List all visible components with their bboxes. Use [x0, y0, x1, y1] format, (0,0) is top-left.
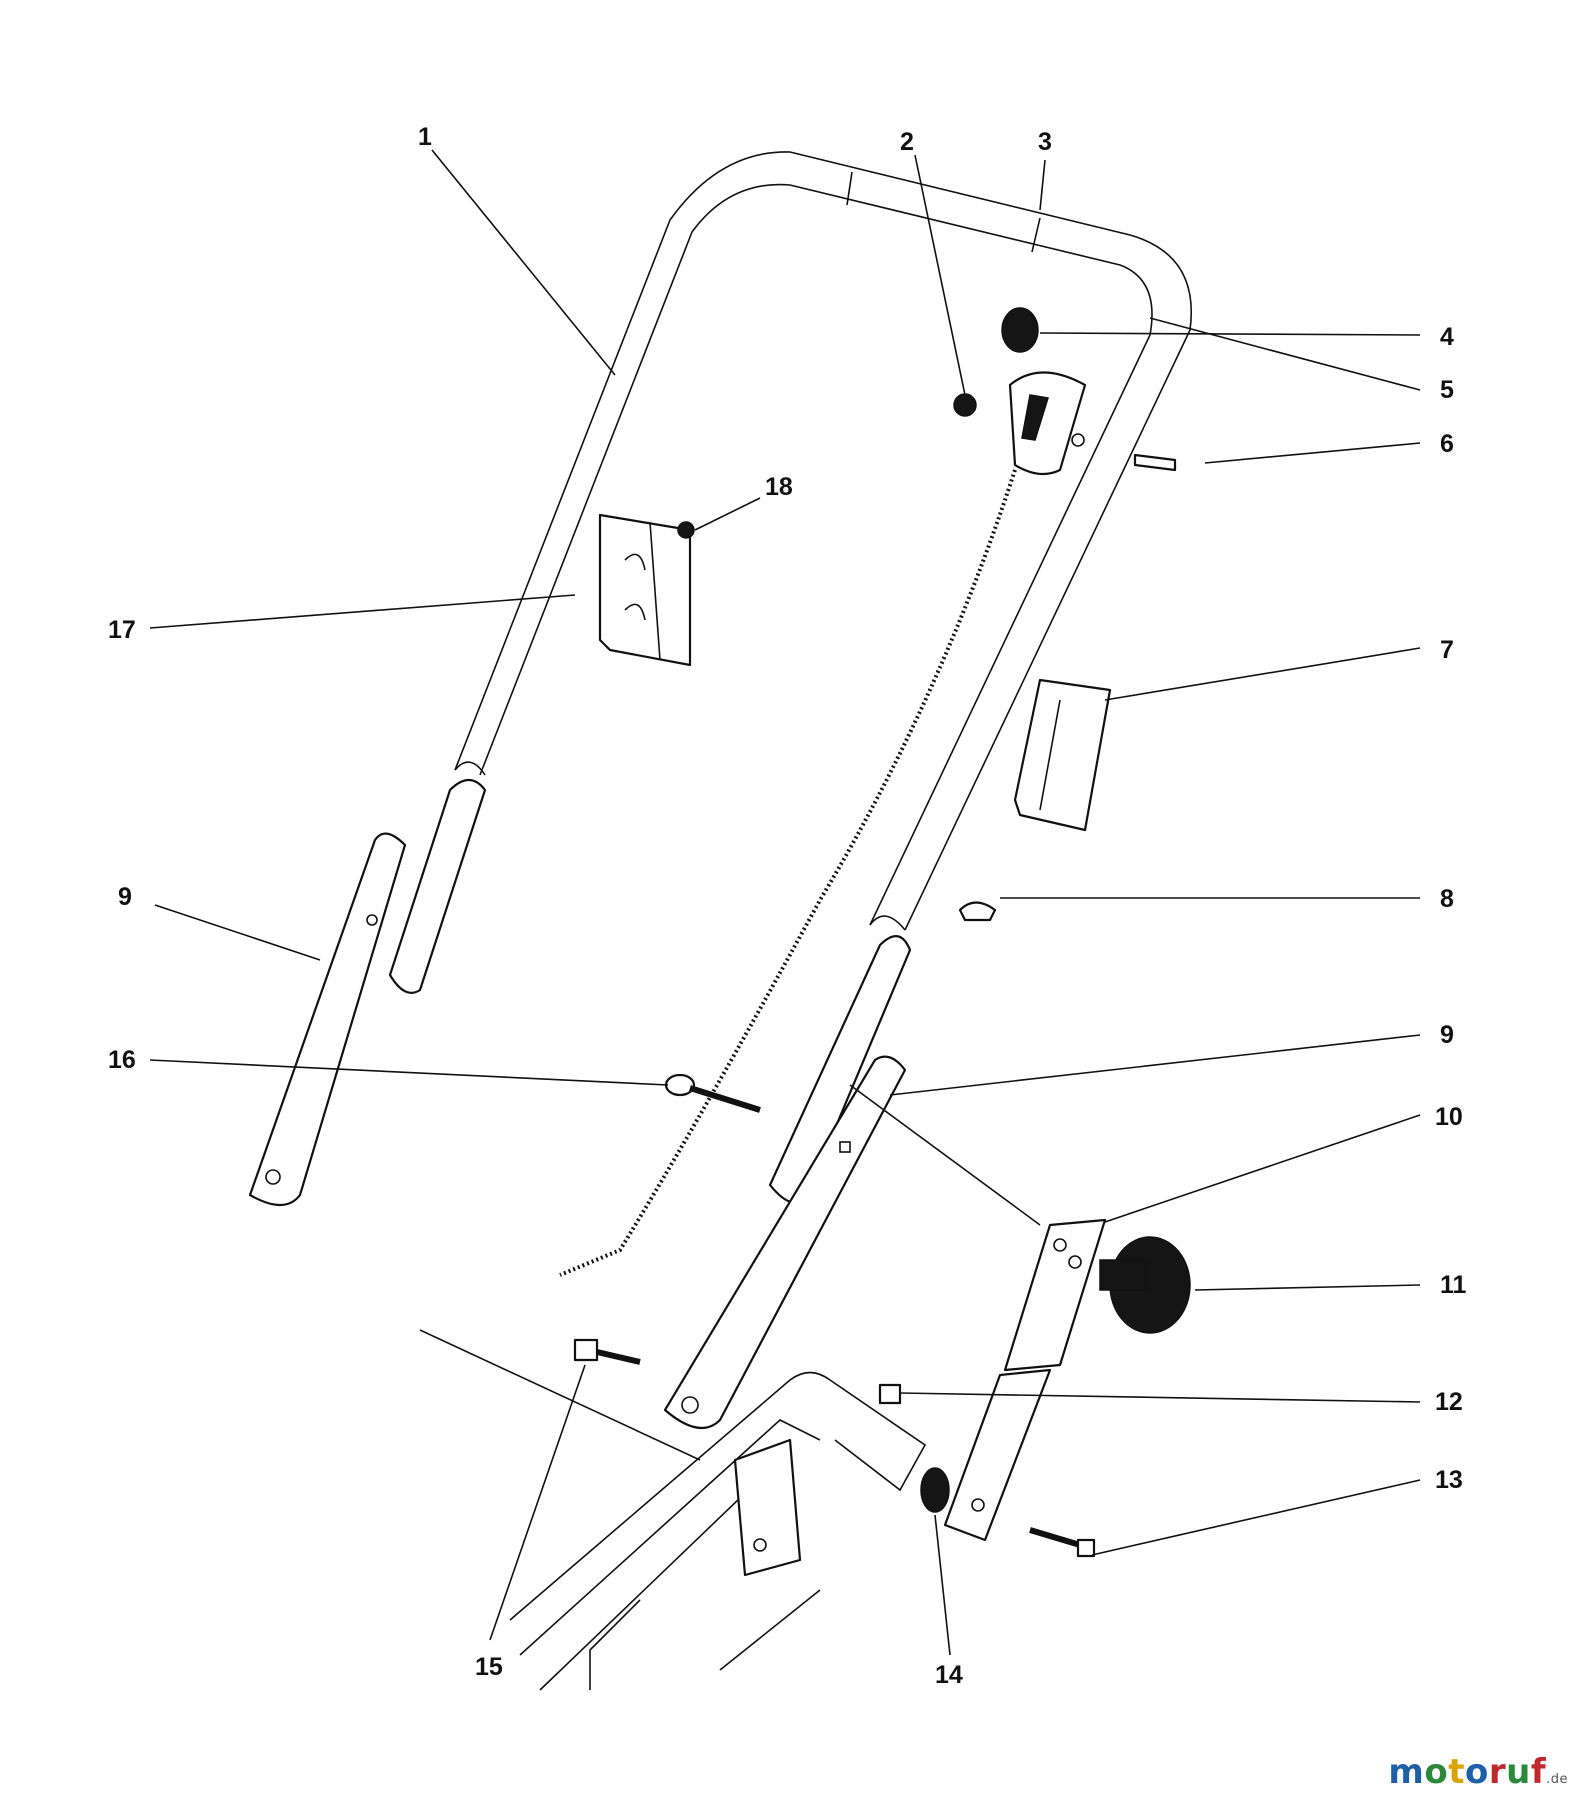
- adjust-knob: [1099, 1236, 1191, 1334]
- wm-letter: o: [1464, 1752, 1489, 1792]
- wm-letter: t: [1448, 1752, 1465, 1792]
- callout-4: 4: [1440, 323, 1454, 351]
- callout-13: 13: [1435, 1466, 1463, 1494]
- fasteners: [573, 393, 1177, 1558]
- callout-10: 10: [1435, 1103, 1463, 1131]
- callout-14: 14: [935, 1661, 963, 1689]
- lower-handle-right: [663, 1055, 907, 1430]
- callout-1: 1: [418, 123, 432, 151]
- callout-9-left: 9: [118, 883, 132, 911]
- callout-12: 12: [1435, 1388, 1463, 1416]
- adjust-bracket: [943, 1218, 1107, 1542]
- control-lever: [1001, 307, 1087, 476]
- callout-numbers: 1 2 3 4 5 6 7 8 9 9 10 11 12 13 14 15 16…: [108, 123, 1467, 1689]
- cable-clip-upper: [598, 513, 692, 667]
- upper-handle: [454, 151, 1192, 931]
- wm-letter: m: [1388, 1752, 1425, 1792]
- wm-letter: r: [1488, 1752, 1507, 1792]
- control-cable: [559, 469, 1017, 1277]
- wm-suffix: .de: [1546, 1772, 1568, 1787]
- wm-letter: o: [1424, 1752, 1449, 1792]
- callout-8: 8: [1440, 885, 1454, 913]
- left-lower-tube: [388, 778, 487, 994]
- callout-16: 16: [108, 1046, 136, 1074]
- wm-letter: u: [1506, 1752, 1531, 1792]
- callout-3: 3: [1038, 128, 1052, 156]
- cable-clip-lower: [1013, 678, 1112, 832]
- callout-7: 7: [1440, 636, 1454, 664]
- callout-17: 17: [108, 616, 136, 644]
- callout-9-right: 9: [1440, 1021, 1454, 1049]
- wm-letter: f: [1530, 1752, 1547, 1792]
- callout-2: 2: [900, 128, 914, 156]
- callout-11: 11: [1440, 1271, 1467, 1299]
- watermark-logo: motoruf.de: [1388, 1752, 1568, 1792]
- callout-6: 6: [1440, 430, 1454, 458]
- callout-18: 18: [765, 473, 793, 501]
- callout-15: 15: [475, 1653, 503, 1681]
- mower-deck: [419, 1329, 927, 1691]
- lower-handle-left: [248, 832, 407, 1207]
- callout-5: 5: [1440, 376, 1454, 404]
- leader-lines: [149, 149, 1421, 1656]
